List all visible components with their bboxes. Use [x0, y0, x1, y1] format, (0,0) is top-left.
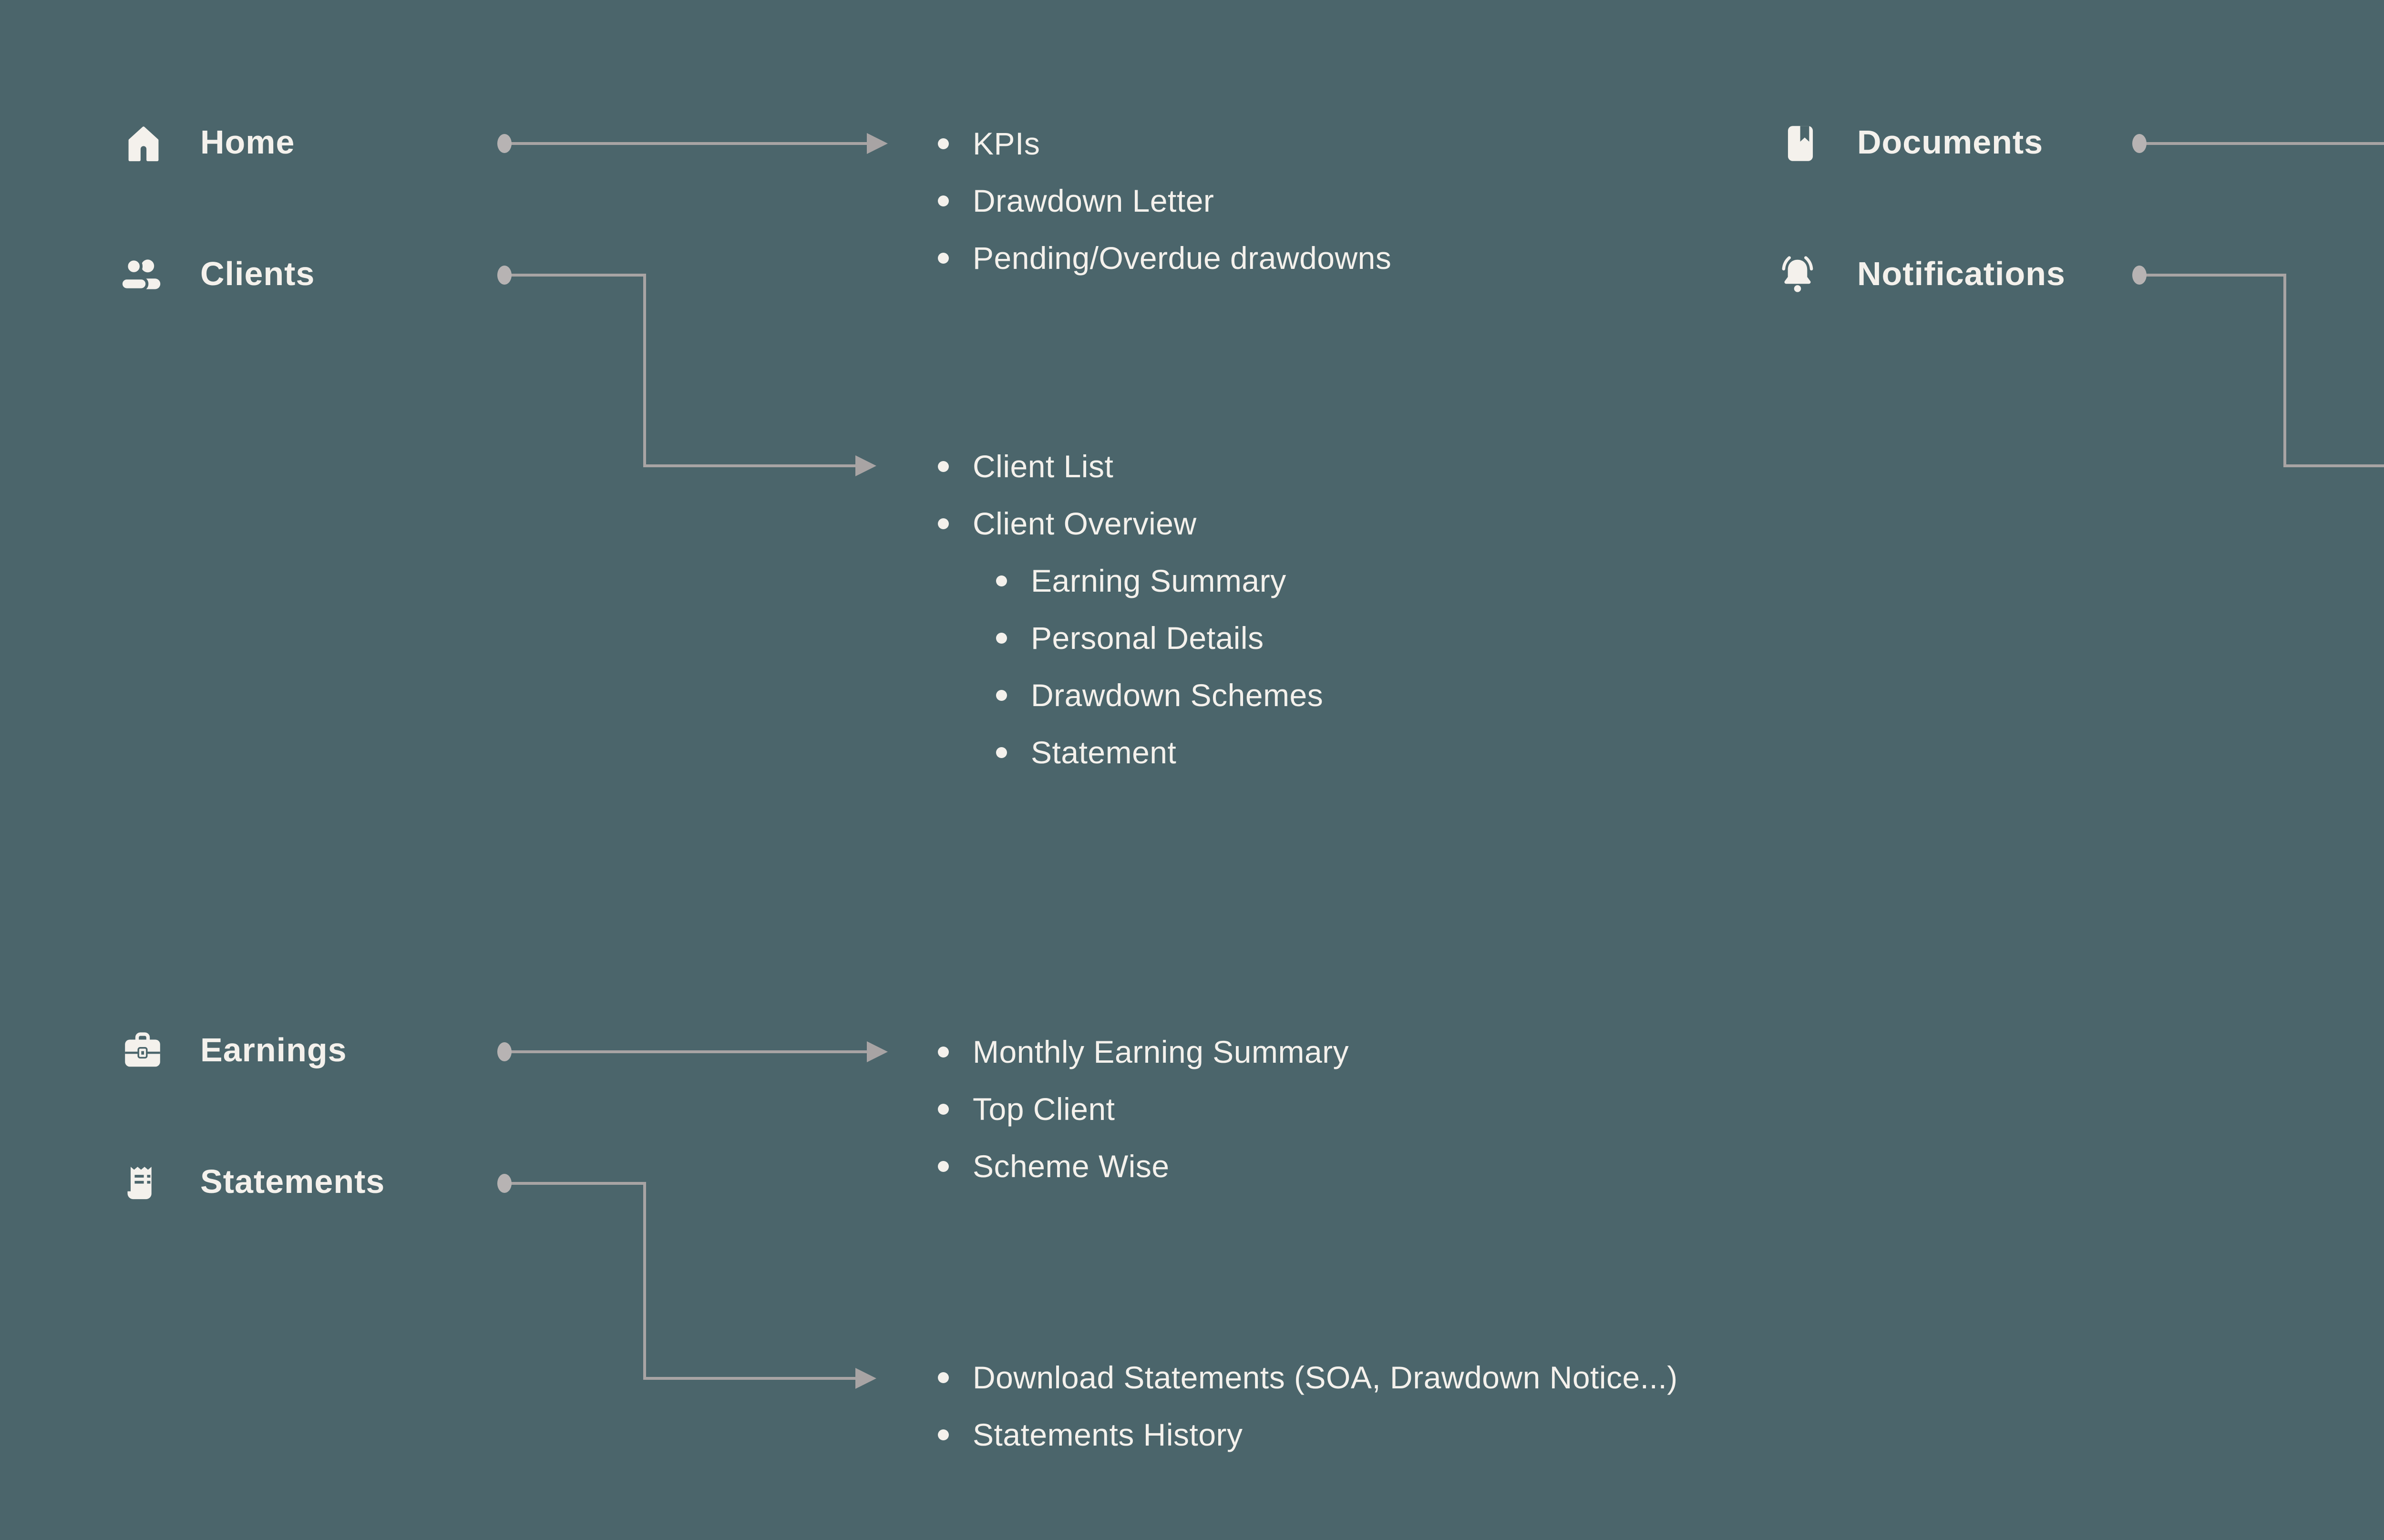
- documents-icon: [1778, 122, 1822, 165]
- list-item: Pending/Overdue drawdowns: [938, 229, 1391, 287]
- notifications-connector: [2132, 266, 2384, 467]
- nav-earnings: Earnings: [200, 1031, 347, 1068]
- documents-connector: [2132, 134, 2384, 153]
- earnings-pages-list: Monthly Earning Summary Top Client Schem…: [938, 1023, 1349, 1195]
- bullet-icon: [938, 518, 949, 529]
- home-icon: [122, 122, 165, 165]
- bullet-icon: [996, 689, 1007, 701]
- bullet-icon: [938, 1046, 949, 1057]
- list-item: Top Client: [938, 1080, 1349, 1138]
- statements-connector: [497, 1174, 876, 1389]
- bullet-icon: [938, 252, 949, 264]
- list-item-nested: Drawdown Schemes: [996, 667, 1323, 724]
- list-item: KPIs: [938, 115, 1391, 172]
- clients-connector: [497, 266, 876, 476]
- list-item-nested: Personal Details: [996, 609, 1323, 667]
- bullet-icon: [938, 195, 949, 206]
- list-item: Drawdown Letter: [938, 172, 1391, 229]
- nav-documents: Documents: [1857, 123, 2044, 161]
- statements-icon: [120, 1161, 164, 1205]
- notifications-icon: [1776, 253, 1819, 297]
- bullet-icon: [938, 1103, 949, 1115]
- list-item-nested: Earning Summary: [996, 552, 1323, 609]
- nav-notifications: Notifications: [1857, 255, 2065, 292]
- nav-clients: Clients: [200, 255, 315, 292]
- nav-home: Home: [200, 123, 295, 161]
- bullet-icon: [996, 747, 1007, 758]
- clients-icon: [116, 253, 166, 297]
- clients-pages-list: Client List Client Overview Earning Summ…: [938, 438, 1323, 781]
- list-item: Client List: [938, 438, 1323, 495]
- bullet-icon: [938, 1429, 949, 1440]
- bullet-icon: [938, 1160, 949, 1172]
- list-item: Client Overview: [938, 495, 1323, 552]
- home-connector: [497, 133, 888, 154]
- earnings-icon: [121, 1029, 164, 1073]
- statements-pages-list: Download Statements (SOA, Drawdown Notic…: [938, 1349, 1678, 1463]
- bullet-icon: [938, 138, 949, 149]
- earnings-connector: [497, 1041, 888, 1062]
- bullet-icon: [996, 632, 1007, 644]
- list-item: Statements History: [938, 1406, 1678, 1463]
- home-pages-list: KPIs Drawdown Letter Pending/Overdue dra…: [938, 115, 1391, 287]
- bullet-icon: [996, 575, 1007, 586]
- list-item: Monthly Earning Summary: [938, 1023, 1349, 1080]
- list-item: Download Statements (SOA, Drawdown Notic…: [938, 1349, 1678, 1406]
- list-item-nested: Statement: [996, 724, 1323, 781]
- bullet-icon: [938, 461, 949, 472]
- list-item: Scheme Wise: [938, 1138, 1349, 1195]
- bullet-icon: [938, 1372, 949, 1383]
- nav-statements: Statements: [200, 1162, 385, 1200]
